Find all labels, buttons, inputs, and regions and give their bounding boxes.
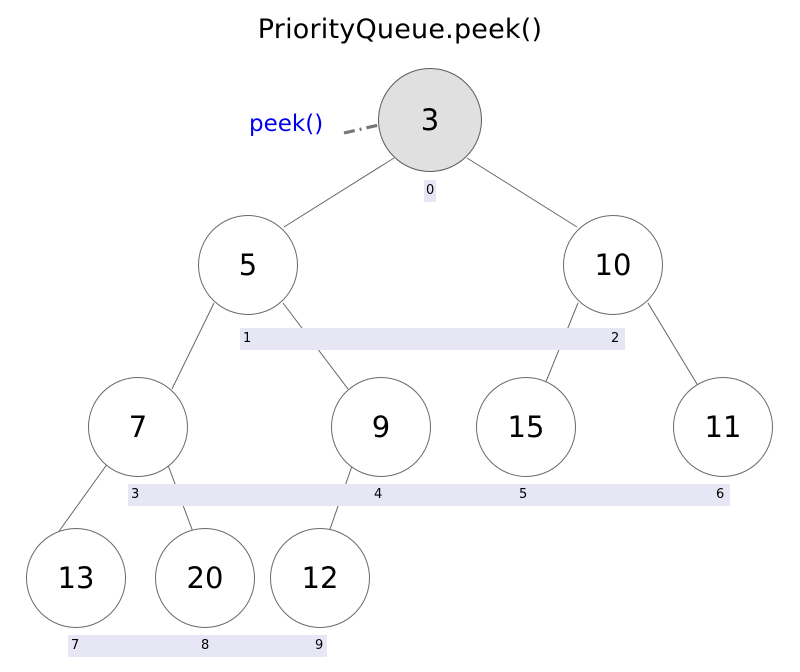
index-band-level-3 [68, 635, 327, 657]
tree-node-9-value: 12 [301, 560, 339, 595]
tree-node-2-value: 10 [594, 247, 632, 282]
tree-edges [56, 157, 701, 535]
tree-node-1-value: 5 [238, 247, 258, 282]
tree-node-6-value: 11 [704, 409, 742, 444]
peek-annotation-label: peek() [249, 111, 324, 137]
tree-node-0[interactable]: 3 [378, 68, 482, 172]
tree-node-8[interactable]: 20 [155, 528, 255, 628]
tree-node-0-value: 3 [420, 102, 440, 137]
edge-2-6 [647, 302, 701, 390]
tree-node-3[interactable]: 7 [88, 377, 188, 477]
tree-node-5-value: 15 [507, 409, 545, 444]
edge-0-2 [466, 157, 578, 228]
edge-0-1 [283, 157, 395, 228]
node-index-5: 5 [517, 484, 530, 506]
tree-node-3-value: 7 [128, 409, 148, 444]
node-index-9: 9 [313, 635, 326, 657]
node-index-6: 6 [714, 484, 727, 506]
tree-node-6[interactable]: 11 [673, 377, 773, 477]
edge-3-7 [56, 462, 109, 535]
index-band-level-1 [240, 328, 625, 350]
tree-node-4-value: 9 [371, 409, 391, 444]
index-band-level-2 [128, 484, 730, 506]
tree-node-9[interactable]: 12 [270, 528, 370, 628]
tree-node-2[interactable]: 10 [563, 215, 663, 315]
node-index-2: 2 [609, 328, 622, 350]
edge-1-3 [171, 302, 215, 390]
tree-node-8-value: 20 [186, 560, 224, 595]
node-index-4: 4 [372, 484, 385, 506]
tree-node-1[interactable]: 5 [198, 215, 298, 315]
tree-node-4[interactable]: 9 [331, 377, 431, 477]
tree-node-7[interactable]: 13 [26, 528, 126, 628]
node-index-0: 0 [424, 180, 437, 202]
tree-node-7-value: 13 [57, 560, 95, 595]
node-index-3: 3 [129, 484, 142, 506]
node-index-1: 1 [241, 328, 254, 350]
node-index-7: 7 [69, 635, 82, 657]
tree-node-5[interactable]: 15 [476, 377, 576, 477]
node-index-8: 8 [199, 635, 212, 657]
page-title: PriorityQueue.peek() [257, 14, 543, 45]
